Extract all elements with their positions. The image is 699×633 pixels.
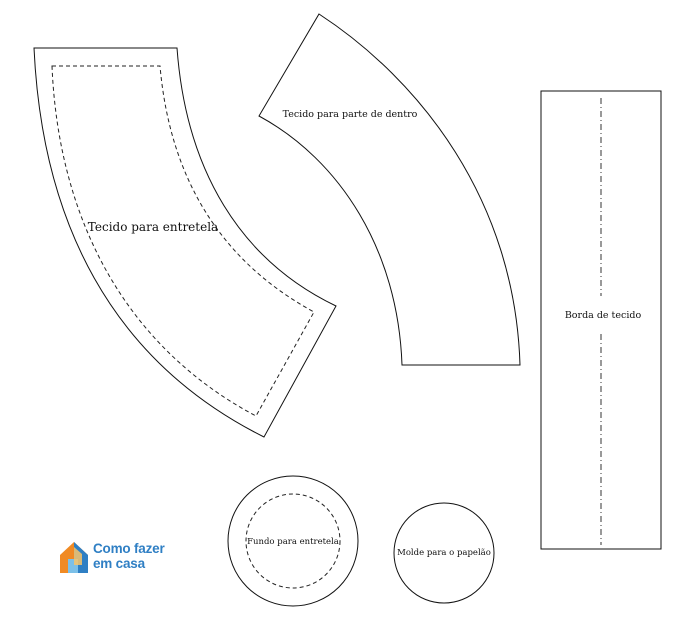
- piece-fundo-seam-line: [245, 493, 341, 589]
- logo-text: Como fazer em casa: [93, 541, 165, 571]
- piece-molde-label: Molde para o papelão: [397, 547, 491, 558]
- piece-fundo-outline: [227, 475, 359, 607]
- piece-entretela-seam-line: [51, 65, 315, 417]
- piece-borda-label: Borda de tecido: [565, 310, 642, 321]
- logo-line-2: em casa: [93, 556, 145, 571]
- site-logo: Como fazer em casa: [57, 539, 177, 575]
- piece-borda: Borda de tecido: [540, 90, 662, 550]
- piece-entretela-outline: [33, 47, 337, 438]
- logo-line-1: Como fazer: [93, 541, 165, 556]
- piece-dentro-outline: [258, 13, 521, 366]
- piece-entretela: Tecido para entretela: [33, 47, 337, 438]
- piece-dentro: Tecido para parte de dentro: [258, 13, 521, 366]
- piece-fundo-label: Fundo para entretela: [247, 537, 339, 547]
- piece-molde-outline: [393, 502, 495, 604]
- house-icon: [60, 542, 88, 573]
- piece-dentro-label: Tecido para parte de dentro: [283, 109, 418, 120]
- piece-molde: Molde para o papelão: [393, 502, 495, 604]
- piece-fundo: Fundo para entretela: [227, 475, 359, 607]
- piece-entretela-label: Tecido para entretela: [88, 220, 218, 234]
